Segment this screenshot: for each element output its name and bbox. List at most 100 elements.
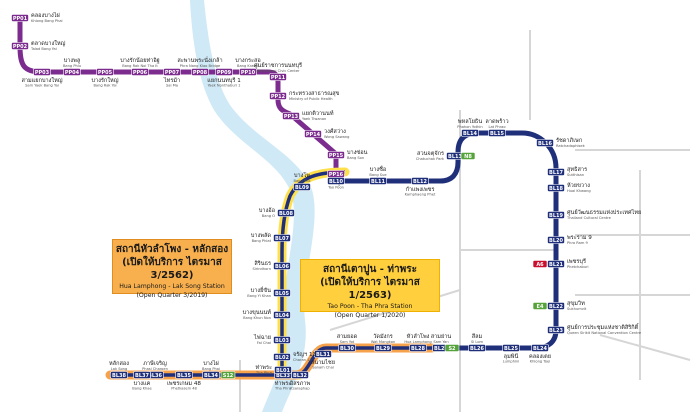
station-name-th: ห้วยขวาง bbox=[567, 182, 590, 189]
station-name-en: Sanam Chai bbox=[312, 366, 334, 370]
callout-tao-poon-tha-phra: สถานีเตาปูน - ท่าพระ (เปิดให้บริการ ไตรม… bbox=[300, 259, 440, 319]
station-code: BL14 bbox=[463, 131, 477, 137]
station-code: BL12 bbox=[413, 179, 427, 185]
station-name-en: Si Lom bbox=[471, 340, 484, 344]
station-name-en: Kamphaeng Phet bbox=[405, 193, 436, 197]
interchange-code: S12 bbox=[223, 373, 234, 379]
station-code: BL03 bbox=[275, 338, 289, 344]
station-marker bbox=[338, 344, 356, 352]
station-marker bbox=[277, 209, 295, 217]
station-marker bbox=[131, 68, 149, 76]
station-name-th: บางแค bbox=[134, 381, 151, 387]
station-name-en: Sai Ma bbox=[166, 84, 178, 88]
station-marker bbox=[274, 366, 292, 374]
station-code: PP02 bbox=[13, 44, 28, 50]
station-name-en: Lat Phrao bbox=[488, 125, 505, 129]
station-marker bbox=[536, 139, 554, 147]
station-name-en: Phra Nang Klao Bridge bbox=[180, 64, 221, 68]
station-code: BL04 bbox=[275, 313, 289, 319]
station-name-th: ท่าพระ bbox=[275, 381, 292, 387]
station-name-en: Bang Yi Khan bbox=[247, 294, 271, 298]
station-marker bbox=[502, 344, 520, 352]
station-name-th: กระทรวงสาธารณสุข bbox=[289, 90, 340, 97]
station-marker bbox=[163, 68, 181, 76]
station-name-en: Bang Rak Noi Tha It bbox=[122, 64, 158, 68]
station-name-en: Nonthaburi Civic Center bbox=[256, 69, 300, 73]
callout-hua-lamphong-lak-song: สถานีหัวลำโพง - หลักสอง (เปิดให้บริการ ไ… bbox=[112, 239, 232, 299]
callout-left-opening-en: (Open Quarter 3/2019) bbox=[136, 292, 208, 299]
station-marker bbox=[63, 68, 81, 76]
station-name-th: บางกระสอ bbox=[235, 57, 261, 64]
station-marker bbox=[327, 151, 345, 159]
station-name-th: วัดมังกร bbox=[373, 333, 393, 340]
station-name-th: บางซ่อน bbox=[347, 149, 368, 156]
station-name-th: สีลม bbox=[471, 333, 482, 340]
station-marker bbox=[133, 371, 151, 379]
station-name-en: Charan 13 bbox=[293, 358, 312, 362]
station-name-en: Chatuchak Park bbox=[416, 157, 445, 161]
station-name-en: Bang Son bbox=[347, 156, 364, 160]
station-name-th: ลุมพินี bbox=[504, 353, 519, 360]
station-name-en: Bang Phlu bbox=[63, 64, 81, 68]
station-name-en: Lumphini bbox=[503, 360, 520, 364]
station-name-th: ตลาดบางใหญ่ bbox=[31, 40, 66, 47]
callout-right-opening-en: (Open Quarter 1/2020) bbox=[334, 312, 406, 319]
station-code: BL31 bbox=[316, 352, 330, 358]
callout-right-title: สถานีเตาปูน - ท่าพระ bbox=[323, 264, 417, 275]
station-name-th: สวนจตุจักร bbox=[417, 150, 444, 157]
station-code: BL27 bbox=[434, 346, 448, 352]
station-name-th: ไฟฉาย bbox=[253, 334, 271, 341]
station-name-en: Phasi Charoen bbox=[142, 367, 168, 371]
station-name-th: บางไผ่ bbox=[203, 360, 219, 367]
station-name-th: หัวลำโพง bbox=[407, 332, 430, 340]
station-name-th: เพชรบุรี bbox=[567, 258, 586, 265]
interchange-marker bbox=[444, 344, 460, 352]
station-marker bbox=[547, 326, 565, 334]
interchange-code: S2 bbox=[448, 346, 456, 352]
station-marker bbox=[411, 177, 429, 185]
station-code: BL30 bbox=[340, 346, 354, 352]
station-marker bbox=[282, 112, 300, 120]
station-name-th: ภาษีเจริญ bbox=[143, 360, 167, 367]
station-name-en: Talad Bang Yai bbox=[30, 47, 57, 51]
station-name-th: แยกนนทบุรี 1 bbox=[207, 77, 241, 84]
station-code: BL24 bbox=[533, 346, 547, 352]
callout-right-title-en: Tao Poon - Tha Phra Station bbox=[327, 303, 413, 310]
interchange-code: E4 bbox=[537, 304, 544, 310]
station-name-th: สามย่าน bbox=[431, 333, 452, 340]
station-marker bbox=[11, 14, 29, 22]
station-code: BL16 bbox=[538, 141, 552, 147]
station-name-th: คลองเตย bbox=[529, 354, 551, 360]
station-code: PP03 bbox=[35, 70, 50, 76]
station-code: BL25 bbox=[504, 346, 518, 352]
station-name-th: บางโพ bbox=[294, 171, 310, 179]
interchange-code: A6 bbox=[536, 262, 544, 268]
station-name-th: ท่าพระ bbox=[255, 365, 272, 371]
station-name-en: Tha Phra bbox=[274, 387, 291, 391]
station-name-en: Bang Rak Yai bbox=[93, 84, 116, 88]
station-name-th: บางขุนนนท์ bbox=[243, 308, 272, 316]
station-marker bbox=[293, 183, 311, 191]
station-marker bbox=[96, 68, 114, 76]
station-marker bbox=[547, 260, 565, 268]
station-code: BL37 bbox=[135, 373, 149, 379]
station-marker bbox=[488, 129, 506, 137]
station-code: BL21 bbox=[549, 262, 563, 268]
station-name-en: Tha Phra bbox=[255, 371, 272, 375]
station-name-th: พหลโยธิน bbox=[458, 117, 482, 125]
